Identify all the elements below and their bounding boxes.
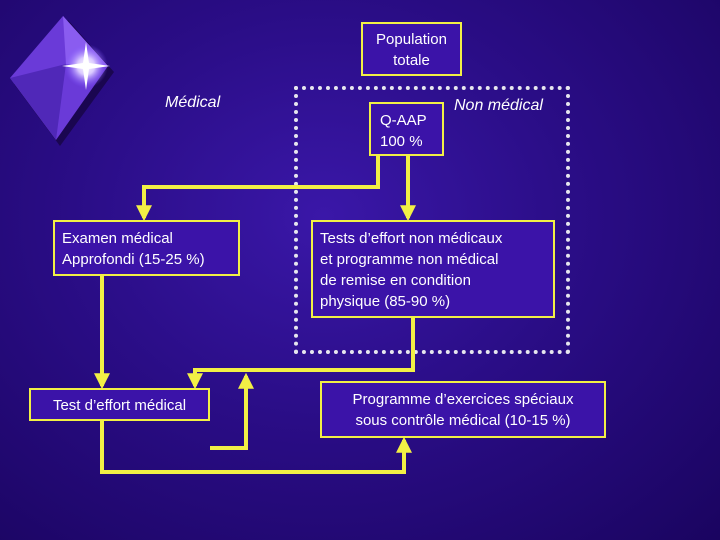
label-medical: Médical (165, 94, 221, 111)
test-effort-medical-box: Test d’effort médical (29, 388, 210, 421)
programme-exercices-box: Programme d’exercices spéciaux sous cont… (320, 381, 606, 438)
diamond-star-logo-icon (10, 16, 114, 146)
connector-test-medical-loop (210, 372, 254, 450)
qaap-box: Q-AAP 100 % (369, 102, 444, 156)
label-non-medical: Non médical (454, 97, 543, 114)
connector-qaap-to-examen (136, 156, 380, 222)
non-medical-dotted-frame (294, 86, 570, 354)
examen-medical-box: Examen médical Approfondi (15-25 %) (53, 220, 240, 276)
tests-non-medicaux-box: Tests d’effort non médicaux et programme… (311, 220, 555, 318)
connector-bottom-to-programme (100, 421, 412, 474)
connector-tests-to-programme (187, 318, 415, 390)
population-totale-box: Population totale (361, 22, 462, 76)
